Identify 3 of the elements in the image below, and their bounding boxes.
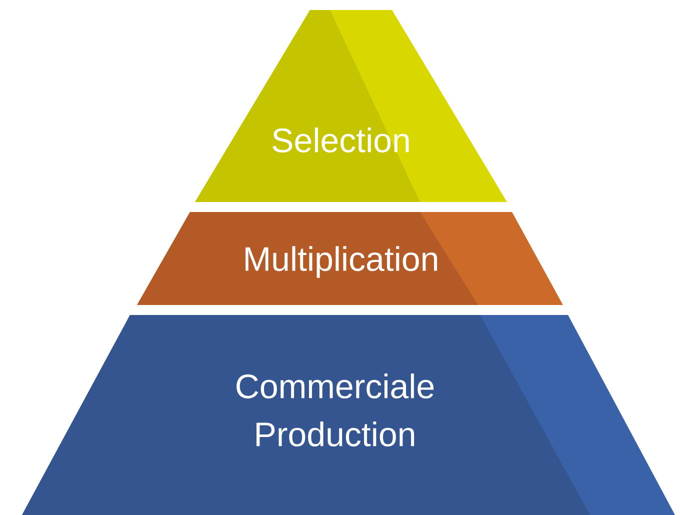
pyramid-tier: Selection — [195, 10, 507, 202]
pyramid-tier: Multiplication — [137, 212, 563, 305]
pyramid-tier: Commerciale Production — [22, 315, 675, 515]
